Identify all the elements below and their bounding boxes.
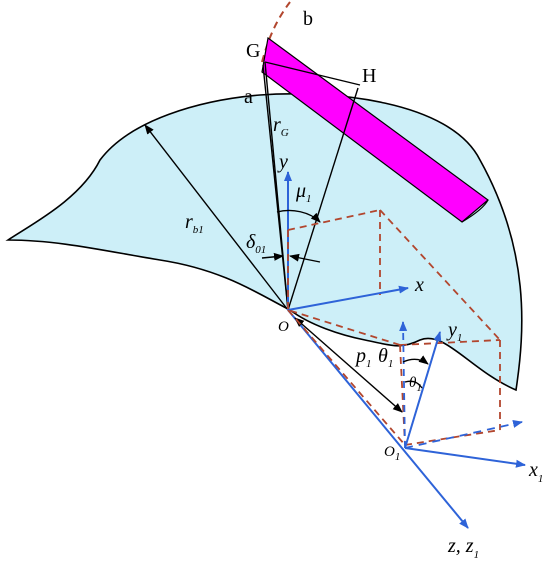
label-p1: p1 xyxy=(354,345,372,370)
label-H: H xyxy=(362,65,376,87)
label-theta1: θ1 xyxy=(378,345,393,370)
label-O1-main: O xyxy=(384,444,395,460)
label-theta1-sub: 1 xyxy=(388,358,394,370)
label-origin-O: O xyxy=(278,319,289,335)
line-O-to-G xyxy=(264,61,289,311)
label-a: a xyxy=(244,86,253,108)
mu1-angle-arc xyxy=(276,209,321,223)
label-delta01-sub: 01 xyxy=(255,244,266,256)
label-theta1b-sub: 1 xyxy=(416,382,422,394)
label-rG-main: r xyxy=(273,114,281,136)
tool-bar-end xyxy=(461,199,489,223)
label-theta1-main: θ xyxy=(378,345,388,367)
label-y1-main: y xyxy=(446,319,457,341)
label-b: b xyxy=(303,8,313,30)
label-rG-sub: G xyxy=(281,127,289,139)
label-z-axis: z, z1 xyxy=(447,535,479,561)
label-rb1-main: r xyxy=(185,211,193,233)
label-p1-sub: 1 xyxy=(366,358,372,370)
label-x1-sub: 1 xyxy=(538,473,544,485)
delta01-arrow-left xyxy=(261,252,284,261)
o1-vertical-dashed xyxy=(399,321,408,449)
label-G: G xyxy=(246,40,260,62)
label-mu1: μ1 xyxy=(295,180,312,205)
label-z-sub: 1 xyxy=(474,549,480,561)
label-y1-sub: 1 xyxy=(457,332,463,344)
label-y-axis: y xyxy=(277,151,288,173)
label-x1: x1 xyxy=(528,459,543,485)
label-rb1-sub: b1 xyxy=(193,224,204,236)
line-O-to-H xyxy=(287,87,359,311)
label-z-main: z, z xyxy=(447,535,474,557)
label-theta1b-main: θ xyxy=(409,375,417,391)
label-mu1-sub: 1 xyxy=(306,193,312,205)
label-mu1-main: μ xyxy=(295,180,306,202)
gear-blank-region xyxy=(5,93,523,392)
label-x1-main: x xyxy=(528,459,538,481)
label-O1-sub: 1 xyxy=(395,451,401,463)
o1-x-dashed xyxy=(404,420,523,449)
label-delta01: δ01 xyxy=(246,231,266,256)
label-O1: O1 xyxy=(384,444,400,463)
label-x-axis: x xyxy=(414,274,424,296)
arc-b xyxy=(261,1,291,63)
p1-double-arrow xyxy=(294,317,403,413)
delta01-arrow-right xyxy=(289,253,321,263)
label-p1-main: p xyxy=(354,345,366,367)
line-G-to-H xyxy=(264,61,361,86)
x-axis xyxy=(287,285,409,311)
label-theta1-small: θ1 xyxy=(409,375,422,394)
o1-x1-axis xyxy=(404,447,526,468)
label-y1: y1 xyxy=(446,319,462,344)
theta1-arc-lower xyxy=(404,380,423,389)
o1-y1-axis xyxy=(404,331,442,449)
label-delta01-main: δ xyxy=(246,231,256,253)
label-rG: rG xyxy=(273,114,289,139)
label-rb1: rb1 xyxy=(185,211,204,236)
radius-rb1-arrow xyxy=(144,124,289,311)
theta1-arc-upper xyxy=(402,355,429,365)
